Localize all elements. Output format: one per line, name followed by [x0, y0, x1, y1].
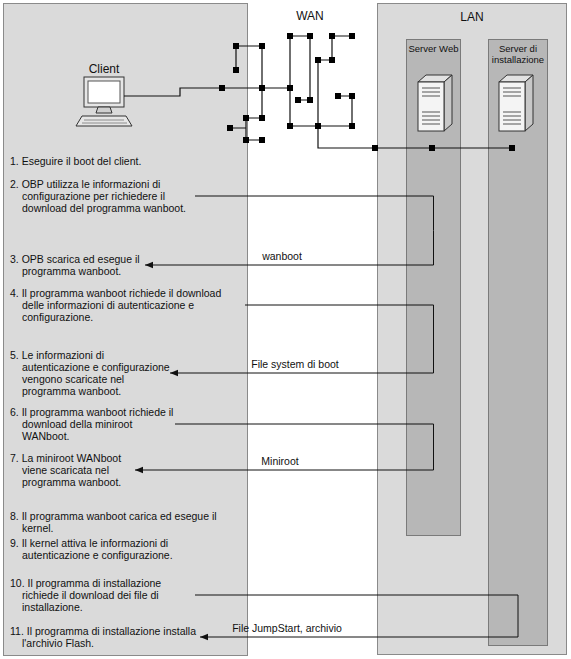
arrow-head	[200, 634, 208, 640]
keyboard-keys	[82, 120, 127, 123]
arrow-head	[170, 370, 178, 376]
node-text: 5. Le informazioni di autenticazione e c…	[22, 349, 170, 397]
node-text: 1. Eseguire il boot del client.	[22, 155, 245, 167]
node-text: 8. Il programma wanboot carica ed esegue…	[22, 510, 245, 534]
edge-label: wanboot	[262, 250, 302, 262]
step-item: 8. Il programma wanboot carica ed esegue…	[10, 510, 245, 534]
step-item: 9. Il kernel attiva le informazioni di a…	[10, 537, 190, 561]
step-item: 4. Il programma wanboot richiede il down…	[10, 287, 245, 323]
node-text: 4. Il programma wanboot richiede il down…	[22, 287, 245, 323]
monitor-stand	[96, 107, 112, 113]
client-label: Client	[89, 62, 120, 76]
edge-label: File system di boot	[251, 358, 339, 370]
node-text: Server Web	[407, 43, 460, 54]
step-item: 7. La miniroot WANboot viene scaricata n…	[10, 452, 135, 488]
screen	[88, 81, 120, 103]
edge-label: File JumpStart, archivio	[232, 622, 342, 634]
arrow-head	[135, 467, 143, 473]
wan-label: WAN	[296, 9, 324, 23]
step-item: 2. OBP utilizza le informazioni di confi…	[10, 178, 195, 214]
client-computer	[76, 77, 132, 126]
edge-label: Miniroot	[261, 455, 298, 467]
node-text: 11. Il programma di installazione instal…	[22, 625, 200, 649]
step-item: 3. OPB scarica ed esegue il programma wa…	[10, 253, 145, 277]
node-text: 6. Il programma wanboot richiede il down…	[22, 406, 175, 442]
node-text: 2. OBP utilizza le informazioni di confi…	[22, 178, 195, 214]
node-text: LAN	[378, 10, 566, 24]
step-item: 1. Eseguire il boot del client.	[10, 155, 245, 167]
step-item: 10. Il programma di installazione richie…	[10, 577, 195, 613]
node-text: 10. Il programma di installazione richie…	[22, 577, 195, 613]
node-text: 7. La miniroot WANboot viene scaricata n…	[22, 452, 135, 488]
step-item: 5. Le informazioni di autenticazione e c…	[10, 349, 170, 397]
node-text: Server di installazione	[489, 43, 547, 65]
server-column: Server di installazione	[488, 39, 548, 646]
step-item: 6. Il programma wanboot richiede il down…	[10, 406, 175, 442]
monitor	[84, 77, 124, 107]
node-text: 3. OPB scarica ed esegue il programma wa…	[22, 253, 145, 277]
arrow-head	[145, 262, 153, 268]
step-item: 11. Il programma di installazione instal…	[10, 625, 200, 649]
network-zone: LAN Server Web Server di installazione	[377, 3, 567, 655]
keyboard	[76, 116, 132, 126]
server-column: Server Web	[406, 39, 461, 536]
node-text: 9. Il kernel attiva le informazioni di a…	[22, 537, 190, 561]
